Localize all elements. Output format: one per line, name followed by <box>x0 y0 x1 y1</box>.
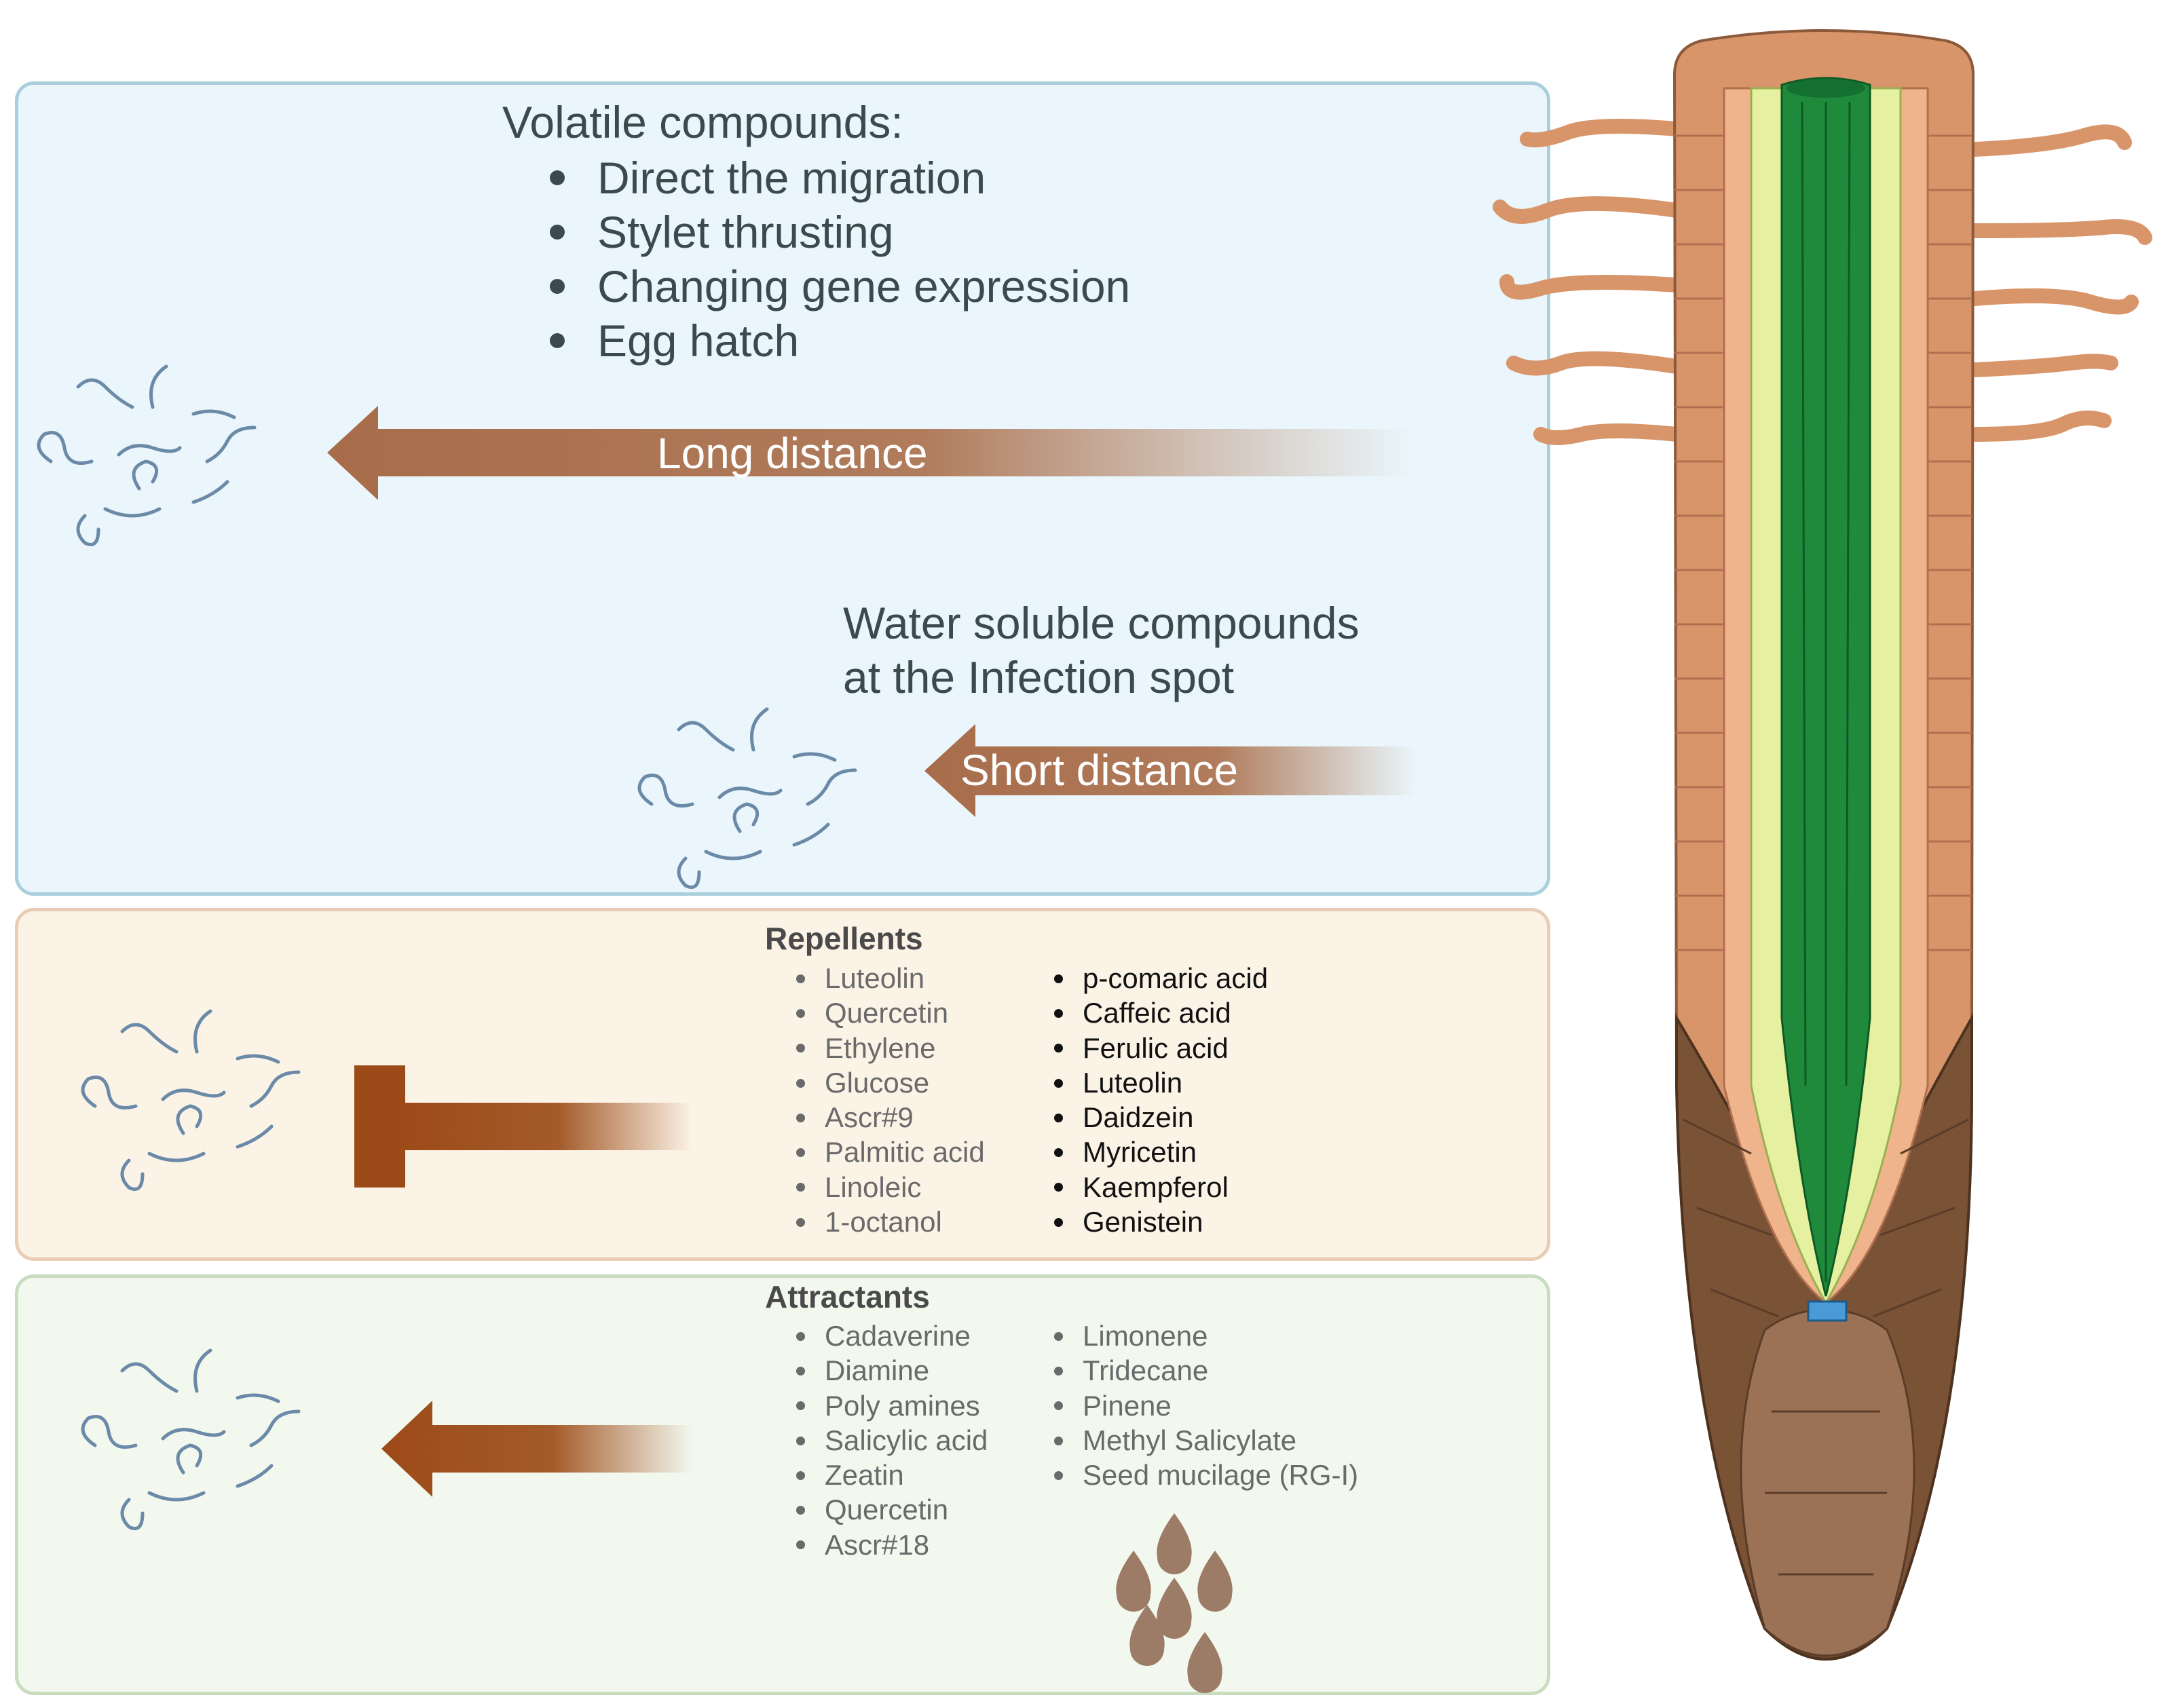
list-item: 1-octanol <box>791 1204 985 1239</box>
repellents-title: Repellents <box>765 921 923 956</box>
list-item: Linoleic <box>791 1170 985 1204</box>
list-item: Poly amines <box>791 1388 988 1423</box>
root-illustration <box>1493 29 2152 1660</box>
attractants-list-col1: Cadaverine Diamine Poly amines Salicylic… <box>791 1318 988 1562</box>
repellent-block-shaft <box>405 1103 690 1150</box>
water-soluble-title: Water soluble compounds at the Infection… <box>843 596 1454 704</box>
list-item: p-comaric acid <box>1049 961 1268 995</box>
list-item: Methyl Salicylate <box>1049 1423 1358 1458</box>
list-item: Genistein <box>1049 1204 1268 1239</box>
long-distance-label: Long distance <box>657 429 928 478</box>
attractant-arrow <box>381 1401 692 1497</box>
list-item: Quercetin <box>791 995 985 1030</box>
list-item: Seed mucilage (RG-I) <box>1049 1458 1358 1492</box>
nematodes-attracted <box>83 1350 299 1529</box>
attractants-list-col2: Limonene Tridecane Pinene Methyl Salicyl… <box>1049 1318 1358 1492</box>
short-distance-label: Short distance <box>960 746 1239 795</box>
list-item: Cadaverine <box>791 1318 988 1353</box>
list-item: Salicylic acid <box>791 1423 988 1458</box>
repellent-block-bar <box>354 1065 405 1188</box>
repellents-list-col1: Luteolin Quercetin Ethylene Glucose Ascr… <box>791 961 985 1239</box>
nematodes-long <box>39 366 255 545</box>
list-item: Diamine <box>791 1353 988 1388</box>
list-item: Luteolin <box>791 961 985 995</box>
list-item: Direct the migration <box>536 151 1130 205</box>
list-item: Stylet thrusting <box>536 205 1130 259</box>
list-item: Zeatin <box>791 1458 988 1492</box>
list-item: Changing gene expression <box>536 259 1130 314</box>
list-item: Caffeic acid <box>1049 995 1268 1030</box>
root-hairs <box>1493 119 2152 445</box>
list-item: Glucose <box>791 1065 985 1100</box>
long-distance-arrow <box>327 406 1412 500</box>
list-item: Ascr#18 <box>791 1527 988 1562</box>
list-item: Tridecane <box>1049 1353 1358 1388</box>
water-soluble-title-line2: at the Infection spot <box>843 652 1235 702</box>
list-item: Ascr#9 <box>791 1100 985 1135</box>
list-item: Palmitic acid <box>791 1135 985 1169</box>
list-item: Ferulic acid <box>1049 1031 1268 1065</box>
short-distance-arrow <box>924 724 1415 817</box>
volatile-compounds-title: Volatile compounds: <box>502 97 903 147</box>
list-item: Quercetin <box>791 1492 988 1527</box>
repellents-list-col2: p-comaric acid Caffeic acid Ferulic acid… <box>1049 961 1268 1239</box>
seed-mucilage-droplets <box>1116 1513 1233 1693</box>
list-item: Pinene <box>1049 1388 1358 1423</box>
list-item: Myricetin <box>1049 1135 1268 1169</box>
attractants-panel <box>15 1274 1550 1695</box>
nematodes-short <box>639 709 855 888</box>
volatile-effects-list: Direct the migration Stylet thrusting Ch… <box>536 151 1130 368</box>
attractants-title: Attractants <box>765 1279 930 1314</box>
list-item: Daidzein <box>1049 1100 1268 1135</box>
list-item: Egg hatch <box>536 314 1130 368</box>
list-item: Kaempferol <box>1049 1170 1268 1204</box>
list-item: Limonene <box>1049 1318 1358 1353</box>
list-item: Luteolin <box>1049 1065 1268 1100</box>
list-item: Ethylene <box>791 1031 985 1065</box>
water-soluble-title-line1: Water soluble compounds <box>843 598 1360 648</box>
nematodes-repelled <box>83 1011 299 1190</box>
